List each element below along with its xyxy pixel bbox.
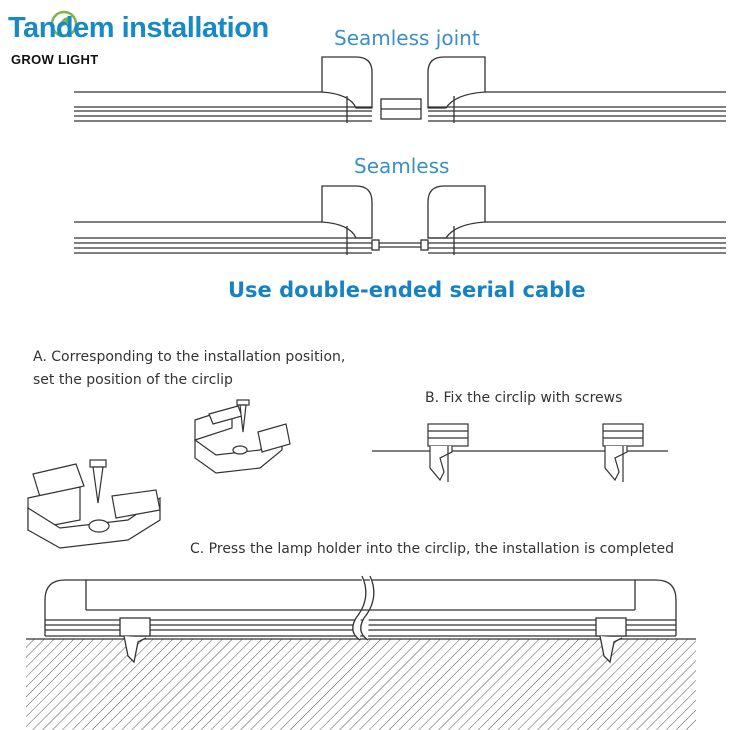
left-lamp-tube-1 bbox=[74, 56, 373, 123]
left-lamp-tube-2 bbox=[74, 185, 380, 255]
step-b-text: B. Fix the circlip with screws bbox=[425, 390, 623, 406]
step-a-text-line1: A. Corresponding to the installation pos… bbox=[33, 349, 346, 365]
fixed-circlip-right bbox=[602, 423, 644, 482]
circlip-small-illustration bbox=[194, 399, 291, 474]
mounted-circlip-right bbox=[595, 617, 627, 664]
seamless-cable-diagram bbox=[74, 185, 726, 255]
brand-logo-icon bbox=[50, 10, 78, 38]
right-lamp-tube-1 bbox=[427, 56, 726, 123]
step-c-text: C. Press the lamp holder into the circli… bbox=[190, 541, 674, 557]
screw-small-icon bbox=[236, 399, 250, 433]
serial-cable bbox=[379, 242, 421, 248]
step-a-text-line2: set the position of the circlip bbox=[33, 372, 233, 388]
screw-large-icon bbox=[89, 459, 107, 504]
seamless-label: Seamless bbox=[354, 154, 450, 178]
seamless-joint-label: Seamless joint bbox=[334, 26, 480, 50]
brand-subtitle: GROW LIGHT bbox=[11, 52, 99, 67]
right-lamp-tube-2 bbox=[420, 185, 726, 255]
mounted-lamp-illustration bbox=[26, 575, 696, 730]
serial-cable-heading: Use double-ended serial cable bbox=[228, 278, 586, 302]
fixed-circlip-left bbox=[427, 423, 469, 482]
mounted-circlip-left bbox=[119, 617, 151, 664]
fixed-circlips-illustration bbox=[372, 423, 668, 482]
lamp-break-mark bbox=[352, 575, 375, 641]
seamless-joint-diagram bbox=[74, 56, 726, 123]
circlip-large-illustration bbox=[27, 459, 161, 549]
mounting-surface bbox=[26, 639, 696, 730]
brand-title: Tandem installation bbox=[8, 12, 269, 44]
